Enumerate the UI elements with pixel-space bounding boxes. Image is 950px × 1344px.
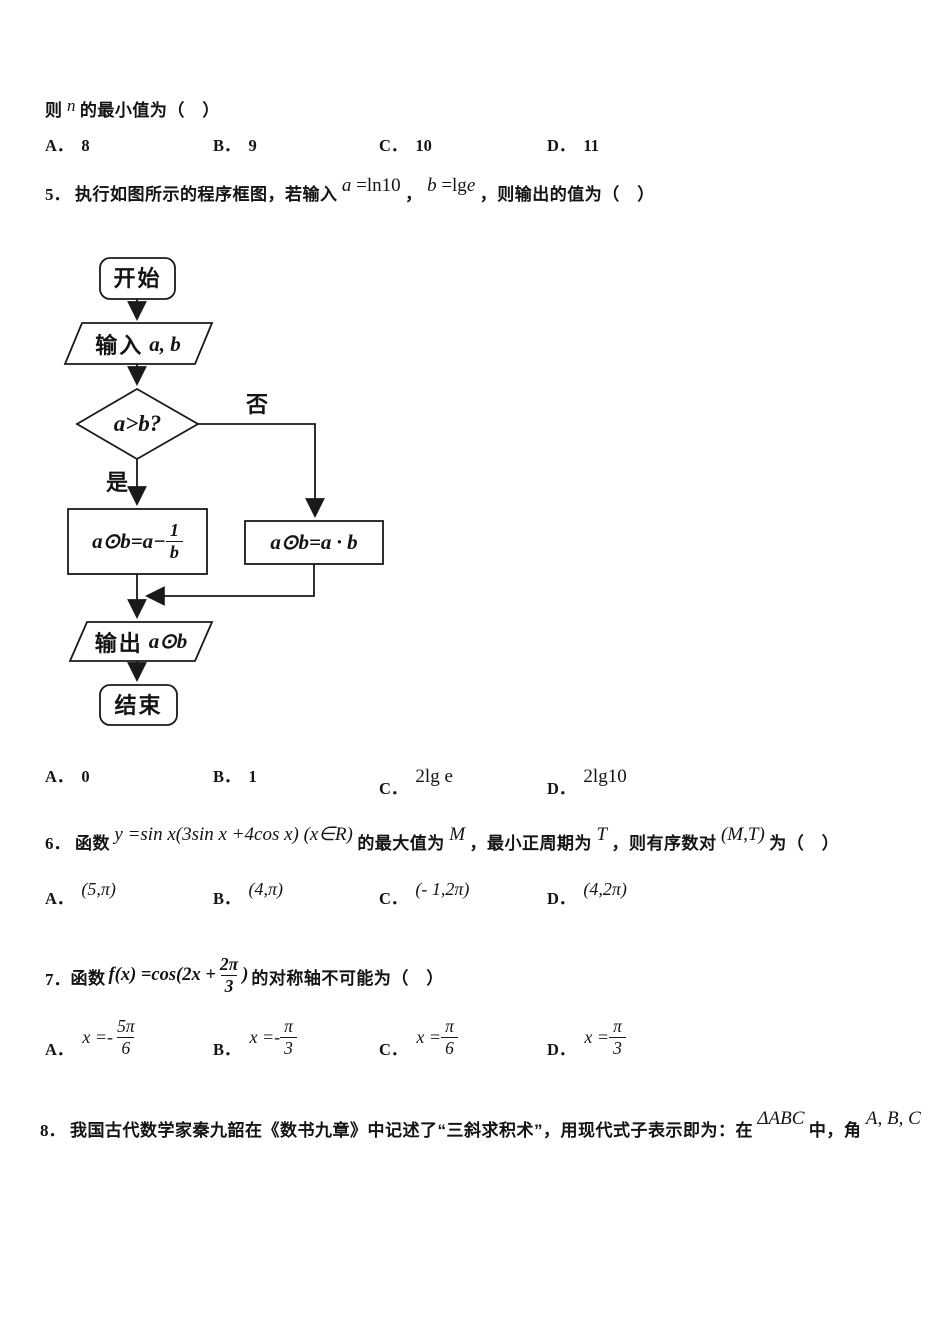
option-b: B．(4,π)	[213, 879, 284, 908]
math-MT-pair: (M,T)	[720, 824, 765, 845]
question5-stem: 5． 执行如图所示的程序框图，若输入 a =ln10 ， b =lge ，则输出…	[45, 168, 655, 214]
option-d: D．2lg10	[547, 766, 627, 798]
stem-text: 则	[45, 101, 63, 120]
flowchart-process-right-label: a⊙b=a · b	[270, 530, 358, 554]
stem-variable: n	[66, 96, 76, 115]
math-angles-ABC: A, B, C	[865, 1108, 921, 1129]
math-T: T	[596, 824, 608, 845]
stem-text: ，则输出的值为（ ）	[479, 185, 655, 204]
question-number: 6．	[45, 834, 71, 853]
question-number: 7．	[45, 970, 71, 989]
option-letter: D．	[547, 136, 576, 155]
option-b: B．1	[213, 767, 257, 786]
option-d: D． 11	[547, 132, 599, 161]
flowchart-end-label: 结束	[114, 693, 163, 718]
flowchart-canvas	[63, 257, 384, 726]
option-a: A．0	[45, 767, 90, 786]
question-number: 8．	[40, 1121, 66, 1140]
math-triangle-ABC: ΔABC	[757, 1108, 805, 1129]
option-value: 11	[583, 136, 600, 155]
option-b: B． 9	[213, 132, 257, 161]
option-letter: A．	[45, 136, 74, 155]
question8-stem: 8． 我国古代数学家秦九韶在《数书九章》中记述了“三斜求积术”，用现代式子表示即…	[40, 1108, 921, 1140]
option-c: C． 10	[379, 132, 432, 161]
math-b-lge: b =lge	[427, 175, 476, 196]
math-M: M	[449, 824, 466, 845]
flowchart-yes-label: 是	[105, 470, 130, 495]
option-c: C．2lg e	[379, 766, 453, 798]
option-value: 8	[81, 136, 90, 155]
math-function: y =sin x(3sin x +4cos x) (x∈R)	[114, 824, 353, 845]
output-shape	[68, 621, 214, 662]
flow-arrow-no	[198, 423, 325, 518]
flowchart-no-label: 否	[245, 392, 270, 417]
question4-stem-tail: 则 n 的最小值为（ ）	[45, 92, 220, 126]
option-c: C．(- 1,2π)	[379, 879, 470, 908]
stem-text: 的最小值为（ ）	[79, 101, 220, 120]
option-letter: C．	[379, 136, 408, 155]
flowchart-decision-label: a>b?	[113, 411, 162, 436]
option-letter: B．	[213, 136, 241, 155]
option-value: 10	[415, 136, 432, 155]
math-a-ln10: a =ln10	[341, 175, 401, 196]
stem-text: ，	[405, 185, 423, 204]
question-number: 5．	[45, 185, 71, 204]
option-a: A．(5,π)	[45, 879, 116, 908]
end-shape	[99, 684, 178, 726]
flowchart-start-label: 开始	[113, 266, 162, 291]
option-a: A． 8	[45, 132, 90, 161]
flow-arrow-right-merge	[145, 564, 315, 606]
option-value: 9	[248, 136, 257, 155]
option-d: D．(4,2π)	[547, 879, 627, 908]
input-shape	[63, 322, 214, 365]
stem-text: 执行如图所示的程序框图，若输入	[74, 185, 338, 204]
question6-stem: 6． 函数 y =sin x(3sin x +4cos x) (x∈R) 的最大…	[45, 824, 840, 853]
